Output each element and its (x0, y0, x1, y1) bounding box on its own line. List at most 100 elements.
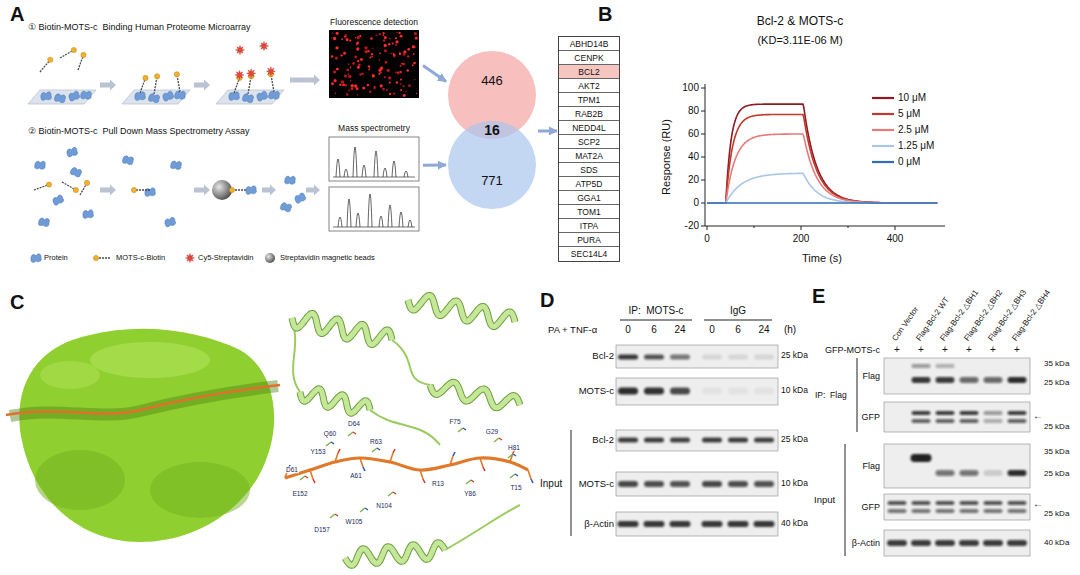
fluorescent-spot (346, 38, 349, 41)
fluorescent-spot (352, 62, 355, 65)
protein-shape (148, 92, 161, 104)
method-heading: ① Biotin-MOTS-c Binding Human Proteome M… (28, 22, 251, 32)
cy5-streptavidin-icon (235, 71, 244, 80)
process-arrow (262, 185, 276, 196)
biotin-tag (174, 72, 179, 77)
protein-band (936, 411, 955, 415)
group-bracket (857, 358, 858, 432)
protein-band (670, 388, 690, 395)
protein-icon (162, 91, 174, 102)
legend-text: 1.25 μM (898, 140, 934, 152)
gene-name-cell: BCL2 (559, 65, 619, 79)
x-tick (848, 226, 849, 228)
protein-shape (83, 210, 94, 219)
fluorescent-spot (384, 76, 386, 78)
fluorescence-spots (329, 30, 419, 98)
fluorescent-spot (382, 88, 385, 91)
row-label: Bcl-2 (592, 351, 614, 362)
sensorgram-curve (707, 202, 937, 204)
fluorescent-spot (398, 32, 400, 34)
group-bracket (845, 444, 846, 556)
legend-text: Cy5-Streptavidin (198, 254, 253, 263)
protein-band (887, 540, 907, 546)
helix-fill (344, 542, 445, 566)
fluorescent-spot (335, 46, 338, 49)
tick-label: 0 (704, 233, 710, 245)
helix-outline (290, 309, 394, 348)
residue-label: F75 (448, 418, 461, 425)
spectrum-peak (404, 171, 408, 177)
fluorescent-spot (348, 89, 350, 91)
side-chain-tip (531, 479, 533, 483)
fluorescent-spot (399, 71, 401, 73)
protein-icon (148, 92, 161, 104)
protein-band (912, 364, 931, 368)
chart-subtitle: (KD=3.11E-06 M) (757, 34, 842, 47)
side-chain-stick (450, 456, 453, 465)
side-chain-stick (420, 470, 423, 479)
fluorescent-spot (400, 89, 402, 91)
fluorescent-spot (333, 37, 336, 40)
fluorescent-spot (359, 73, 362, 76)
venn-circle-fill (448, 51, 536, 139)
protein-icon (83, 210, 94, 219)
blot-membrane (616, 472, 778, 496)
ip-header: IP: MOTS-c (629, 305, 684, 317)
protein-icon (31, 254, 42, 263)
spectrum-peak (383, 168, 387, 177)
protein-icon (54, 92, 67, 104)
spectrum-peak (374, 151, 378, 177)
fluorescent-spot (382, 34, 384, 36)
overlap-count: 16 (484, 122, 500, 138)
x-axis (705, 226, 945, 227)
fluorescent-spot (372, 48, 373, 49)
fluorescent-spot (364, 50, 367, 53)
residue-stick-tip (463, 428, 466, 430)
fluorescent-spot (336, 32, 339, 35)
fluorescent-spot (350, 87, 353, 90)
protein-band (702, 438, 722, 443)
protein-band (984, 411, 1003, 415)
row-label: β-Actin (584, 519, 614, 530)
fluorescent-spot (384, 44, 387, 47)
fluorescent-spot (413, 53, 415, 55)
helix-ribbon (428, 377, 521, 412)
fluorescent-spot (413, 62, 416, 65)
protein-band (936, 377, 955, 383)
protein-band (911, 454, 932, 462)
glass-slide (28, 90, 96, 104)
fluorescent-spot (341, 80, 344, 83)
protein-shape (284, 175, 296, 185)
legend-swatch (872, 97, 894, 99)
size-marker: 10 kDa (781, 479, 808, 489)
band-arrow: ← (1033, 410, 1043, 422)
protein-shape (69, 166, 82, 179)
protein-shape (54, 92, 67, 104)
protein-band (1007, 540, 1027, 546)
spectrum-frame (329, 187, 419, 231)
fluorescent-spot (357, 36, 358, 37)
protein-band (670, 355, 690, 360)
fluorescent-spot (364, 46, 367, 49)
x-tick (801, 226, 802, 230)
residue-stick-tip (335, 514, 338, 516)
protein-band (1008, 470, 1027, 476)
legend-text: Protein (44, 254, 68, 263)
fluorescent-spot (378, 69, 381, 72)
fluorescent-spot (335, 57, 338, 60)
residue-label: Q60 (323, 430, 337, 437)
fluorescent-spot (380, 84, 383, 87)
blot-membrane (884, 402, 1030, 432)
fluorescent-spot (389, 93, 391, 95)
protein-band (728, 355, 748, 360)
protein-band (984, 501, 1003, 505)
residue-stick (330, 514, 335, 518)
protein-icon (38, 217, 50, 228)
plus-sign: + (1014, 344, 1020, 356)
protein-shape (41, 92, 52, 101)
group-label: Input (814, 495, 835, 506)
coil-loop (445, 505, 520, 550)
residue-stick-tip (365, 508, 368, 510)
process-arrow (306, 185, 320, 196)
protein-icon (242, 92, 255, 104)
